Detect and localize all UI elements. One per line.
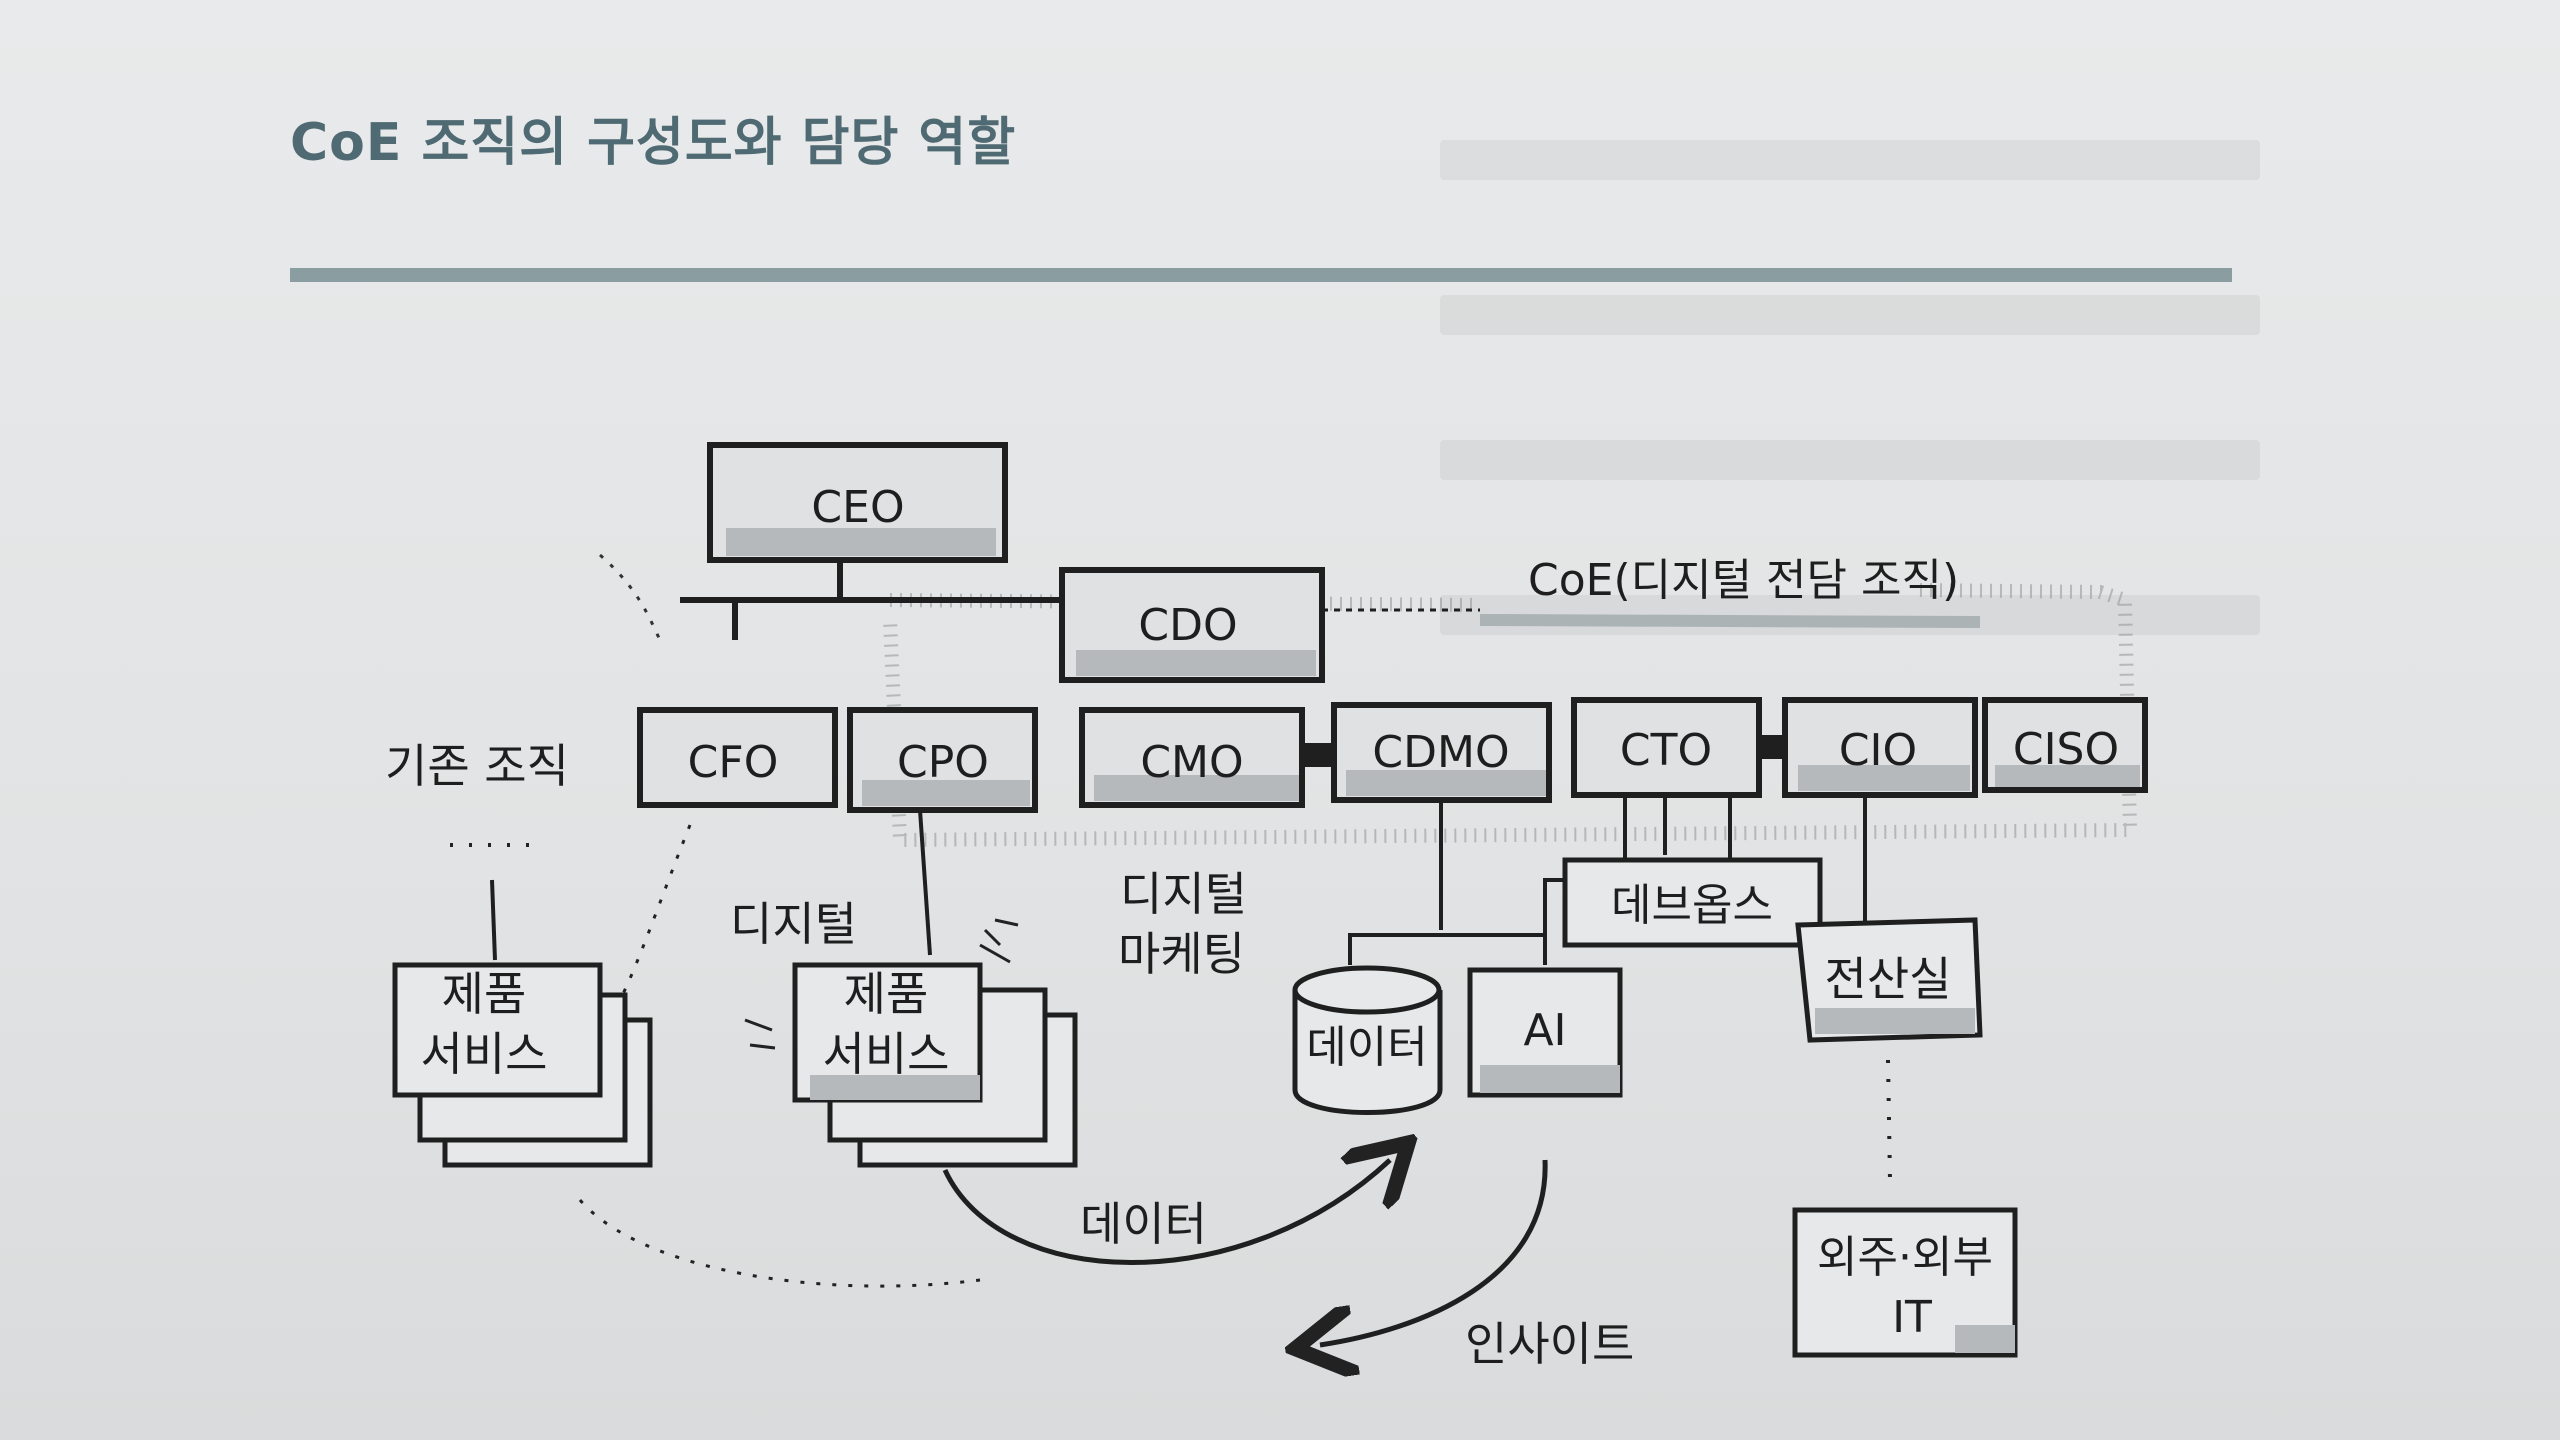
feedback-dotted-curve bbox=[578, 1199, 981, 1288]
outsourcing-node: 외주·외부 IT bbox=[1792, 1207, 2018, 1358]
svg-text:데이터: 데이터 bbox=[1306, 1022, 1427, 1073]
cdo-node: CDO bbox=[1059, 567, 1325, 683]
ai-node: AI bbox=[1467, 967, 1623, 1098]
data-cylinder: 데이터 bbox=[1292, 965, 1443, 1115]
svg-text:CDO: CDO bbox=[1138, 600, 1237, 651]
svg-text:AI: AI bbox=[1523, 1005, 1566, 1056]
cdmo-node: CDMO bbox=[1331, 702, 1552, 803]
svg-text:제품: 제품 bbox=[844, 967, 929, 1021]
existing-org-label: 기존 조직 bbox=[385, 739, 569, 793]
cto-node: CTO bbox=[1571, 697, 1762, 798]
cfo-node: CFO bbox=[637, 707, 838, 808]
svg-text:서비스: 서비스 bbox=[421, 1027, 548, 1081]
emphasis-marks bbox=[744, 918, 1019, 1050]
data-flow-label: 데이터 bbox=[1080, 1197, 1207, 1251]
svg-text:CEO: CEO bbox=[811, 482, 904, 533]
digital-marketing-line1: 디지털 bbox=[1120, 867, 1247, 921]
existing-org-dotted bbox=[599, 553, 662, 641]
insight-flow-arrow bbox=[1320, 1159, 1548, 1345]
page-heading: CoE 조직의 구성도와 담당 역할 bbox=[290, 113, 1017, 173]
svg-text:CIO: CIO bbox=[1839, 725, 1917, 776]
ceo-node: CEO bbox=[707, 442, 1008, 563]
svg-text:제품: 제품 bbox=[442, 967, 527, 1021]
devops-node: 데브옵스 bbox=[1562, 857, 1823, 948]
svg-text:CISO: CISO bbox=[2013, 724, 2119, 775]
svg-text:CPO: CPO bbox=[897, 737, 989, 788]
svg-text:IT: IT bbox=[1892, 1292, 1932, 1343]
svg-text:CDMO: CDMO bbox=[1372, 727, 1509, 778]
cpo-product-stack: 제품 서비스 bbox=[792, 962, 1078, 1168]
svg-text:데브옵스: 데브옵스 bbox=[1611, 880, 1773, 931]
svg-text:서비스: 서비스 bbox=[823, 1027, 950, 1081]
coe-label: CoE(디지털 전담 조직) bbox=[1528, 555, 1959, 606]
existing-to-stack-line bbox=[490, 879, 497, 961]
svg-text:CFO: CFO bbox=[688, 737, 779, 788]
digital-label: 디지털 bbox=[730, 897, 857, 951]
heading-rule bbox=[290, 268, 2232, 282]
digital-marketing-line2: 마케팅 bbox=[1118, 927, 1245, 981]
insight-flow-label: 인사이트 bbox=[1465, 1317, 1634, 1371]
ciso-node: CISO bbox=[1982, 697, 2148, 793]
cio-node: CIO bbox=[1782, 697, 1978, 798]
it-dept-node: 전산실 bbox=[1795, 917, 1983, 1043]
cfo-product-stack: 제품 서비스 bbox=[392, 962, 653, 1168]
svg-text:CTO: CTO bbox=[1620, 725, 1712, 776]
svg-text:외주·외부: 외주·외부 bbox=[1817, 1232, 1993, 1283]
coe-label-underline bbox=[1479, 614, 1981, 628]
cto-cio-joint bbox=[1759, 735, 1785, 759]
cmo-cdmo-joint bbox=[1302, 743, 1334, 767]
cfo-dotted-curve bbox=[618, 824, 692, 1001]
cpo-node: CPO bbox=[847, 707, 1038, 813]
cpo-line bbox=[918, 809, 932, 956]
svg-text:CMO: CMO bbox=[1140, 737, 1243, 788]
svg-text:전산실: 전산실 bbox=[1825, 952, 1952, 1006]
cdmo-data-ai-connector bbox=[1348, 800, 1547, 965]
it-dotted-line bbox=[1886, 1059, 1892, 1181]
cmo-node: CMO bbox=[1079, 707, 1305, 808]
data-flow-arrow bbox=[942, 1160, 1390, 1265]
ceo-connector bbox=[680, 560, 1060, 640]
cto-connectors bbox=[1543, 795, 1732, 935]
